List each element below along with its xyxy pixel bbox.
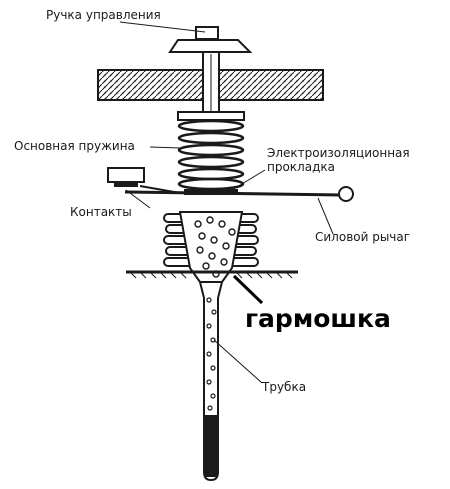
bellows-pointer	[232, 274, 264, 305]
label-control-knob: Ручка управления	[46, 8, 161, 22]
bellows	[163, 211, 259, 283]
leader-lines	[119, 21, 334, 384]
spring-seat	[177, 111, 245, 121]
control-knob	[168, 26, 253, 53]
control-shaft	[202, 51, 220, 115]
label-contacts: Контакты	[70, 205, 132, 219]
main-spring	[177, 119, 245, 191]
power-lever	[124, 186, 354, 202]
label-power-lever: Силовой рычаг	[315, 230, 411, 244]
label-insulating-gasket-line2: прокладка	[267, 160, 335, 174]
label-main-spring: Основная пружина	[14, 139, 135, 153]
capillary-tube	[198, 281, 224, 482]
label-tube: Трубка	[262, 380, 307, 394]
label-bellows: гармошка	[245, 304, 391, 333]
top-housing-plate	[97, 69, 324, 101]
mounting-flange	[126, 270, 298, 279]
contacts-block	[107, 167, 181, 194]
label-insulating-gasket-line1: Электроизоляционная	[267, 146, 410, 160]
